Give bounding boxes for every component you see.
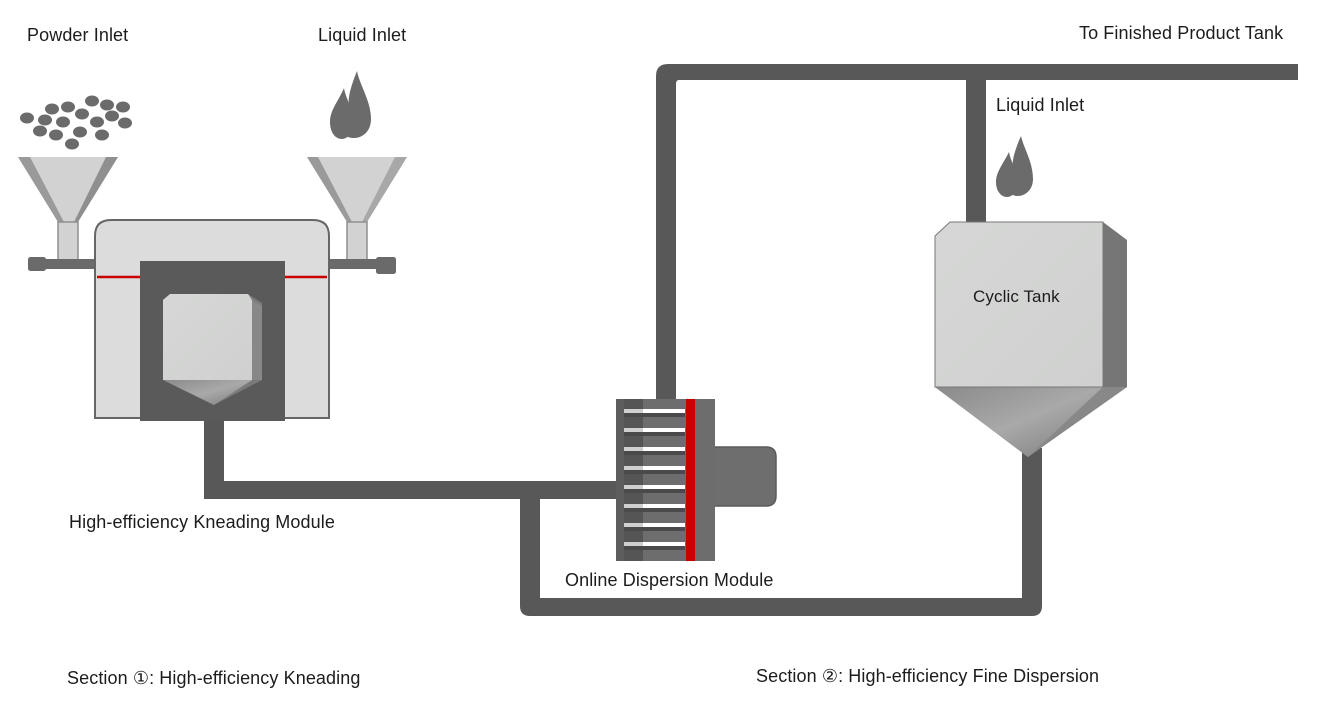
dispersion-slats (624, 409, 685, 550)
dispersion-slat (643, 466, 685, 470)
dispersion-slat (643, 428, 685, 432)
cyclic-tank (934, 221, 1127, 457)
dispersion-slat-edge (624, 504, 643, 508)
dispersion-slat-shadow (624, 432, 685, 436)
dispersion-slat (643, 409, 685, 413)
dispersion-slat (643, 523, 685, 527)
finished-product-tank-label: To Finished Product Tank (1079, 23, 1284, 43)
cyclic-tank-label: Cyclic Tank (973, 287, 1060, 306)
dispersion-slat-shadow (624, 413, 685, 417)
dispersion-module-label: Online Dispersion Module (565, 570, 774, 590)
dispersion-slat-shadow (624, 489, 685, 493)
red-rotor-bar (686, 399, 695, 561)
dispersion-slat-edge (624, 428, 643, 432)
dispersion-slat-edge (624, 409, 643, 413)
online-dispersion-module (616, 399, 777, 561)
kneading-module-label: High-efficiency Kneading Module (69, 512, 335, 532)
dispersion-slat (643, 485, 685, 489)
pipe-to-dispersion (204, 481, 620, 499)
pipe-top-to-tank (966, 72, 986, 222)
dispersion-slat (643, 447, 685, 451)
dispersion-slat (643, 504, 685, 508)
liquid-funnel-icon (307, 157, 407, 274)
liquid-inlet-label: Liquid Inlet (996, 95, 1085, 115)
powder-granules-icon (20, 95, 132, 150)
dispersion-slat (643, 542, 685, 546)
dispersion-slat-edge (624, 466, 643, 470)
powder-funnel-icon (18, 157, 118, 271)
kneading-module (94, 219, 330, 421)
section-2-caption: Section ②: High-efficiency Fine Dispersi… (756, 666, 1100, 686)
liquid-inlet-label: Liquid Inlet (318, 25, 407, 45)
dispersion-slat-edge (624, 542, 643, 546)
powder-inlet-label: Powder Inlet (27, 25, 129, 45)
dispersion-slat-shadow (624, 451, 685, 455)
liquid-drops-icon (330, 71, 371, 139)
dispersion-slat-shadow (624, 546, 685, 550)
dispersion-slat-edge (624, 485, 643, 489)
pipe-kneading-outlet (204, 418, 224, 498)
section-1-caption: Section ①: High-efficiency Kneading (67, 668, 361, 688)
dispersion-slat-shadow (624, 508, 685, 512)
dispersion-slat-shadow (624, 470, 685, 474)
pipe-network (204, 64, 1298, 616)
pipe-recirculation-loop (520, 448, 1042, 616)
dispersion-slat-edge (624, 523, 643, 527)
dispersion-slat-shadow (624, 527, 685, 531)
liquid-drops-icon (996, 136, 1033, 197)
dispersion-slat-edge (624, 447, 643, 451)
